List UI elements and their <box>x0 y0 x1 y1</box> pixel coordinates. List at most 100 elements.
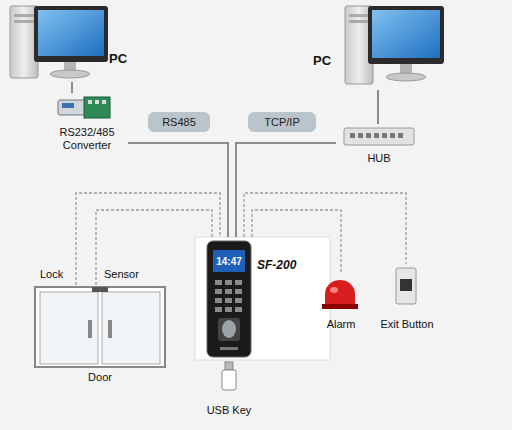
connection-line <box>128 143 228 237</box>
device-panel <box>213 250 245 272</box>
screen-text: 14:47 <box>213 255 245 268</box>
node-label: Alarm <box>314 318 368 331</box>
device-panel <box>195 237 330 360</box>
pc-icon <box>10 6 108 78</box>
pc-icon <box>349 14 369 17</box>
part-label: Lock <box>40 268 63 281</box>
device-panel <box>225 298 232 303</box>
door-icon <box>108 320 112 338</box>
pc-icon <box>14 20 34 23</box>
pc-icon <box>372 10 440 58</box>
usb-key-icon <box>222 370 236 390</box>
pc-node: PC <box>305 2 445 90</box>
device-panel <box>220 347 238 350</box>
converter-icon <box>58 97 110 118</box>
device-panel <box>215 298 222 303</box>
door-icon <box>88 320 92 338</box>
node-label: Door <box>30 371 170 384</box>
connection-line <box>96 210 212 285</box>
device-panel <box>222 320 236 338</box>
device-panel <box>215 307 222 312</box>
device-panel <box>215 280 222 285</box>
bus-label: TCP/IP <box>248 112 316 132</box>
pc-icon <box>349 20 369 23</box>
hub-icon <box>344 128 414 145</box>
device-panel <box>225 289 232 294</box>
pc-icon <box>368 6 444 64</box>
node-label: USB Key <box>198 404 260 417</box>
hub-icon <box>350 133 355 138</box>
part-label: Sensor <box>104 268 139 281</box>
connection-line <box>236 143 336 237</box>
device-panel <box>225 307 232 312</box>
device-panel <box>218 318 240 341</box>
converter-icon <box>58 100 86 115</box>
exit-button-icon <box>396 268 416 304</box>
node-label: SF-200 <box>257 259 299 272</box>
node-label: Exit Button <box>375 318 439 331</box>
converter-icon <box>88 100 92 104</box>
exit-button-node: Exit Button <box>375 264 439 336</box>
converter-icon <box>84 97 110 118</box>
door-icon <box>92 287 108 292</box>
device-node: SF-200 <box>195 237 330 360</box>
exit-button-icon <box>400 279 412 291</box>
pc-icon <box>10 6 38 78</box>
device-panel <box>207 241 251 357</box>
device-panel <box>235 280 242 285</box>
converter-icon <box>102 100 106 104</box>
door-node: Door <box>30 285 170 387</box>
alarm-icon <box>330 287 338 293</box>
device-panel <box>195 237 330 360</box>
pc-icon <box>345 6 444 84</box>
hub-node: HUB <box>336 124 422 168</box>
door-icon <box>35 287 165 367</box>
pc-node: PC <box>5 2 140 82</box>
connection-line <box>244 193 406 264</box>
door-icon <box>102 292 160 364</box>
usb-key-icon <box>225 362 233 370</box>
device-panel <box>215 289 222 294</box>
bus-label: RS485 <box>148 112 210 132</box>
pc-icon <box>50 70 90 78</box>
converter-icon <box>62 103 74 108</box>
node-label: PC <box>313 54 334 67</box>
pc-icon <box>386 73 426 81</box>
device-panel <box>235 298 242 303</box>
connection-line <box>252 210 341 272</box>
alarm-icon <box>322 304 358 309</box>
usb-key-node: USB Key <box>198 360 260 422</box>
usb-key-icon <box>222 362 236 390</box>
pc-icon <box>14 14 34 17</box>
device-panel <box>215 280 242 312</box>
alarm-icon <box>325 280 355 305</box>
hub-icon <box>358 133 363 138</box>
hub-icon <box>366 133 371 138</box>
hub-icon <box>390 133 395 138</box>
node-label: HUB <box>336 152 422 165</box>
connection-line <box>71 82 73 93</box>
converter-node: RS232/485 Converter <box>46 93 128 159</box>
hub-icon <box>398 133 403 138</box>
device-panel <box>235 289 242 294</box>
hub-icon <box>344 128 414 145</box>
connection-line <box>377 90 379 124</box>
alarm-node: Alarm <box>314 272 368 334</box>
node-label: PC <box>109 52 130 65</box>
door-icon <box>40 292 98 364</box>
device-panel <box>235 307 242 312</box>
exit-button-icon <box>396 268 416 304</box>
pc-icon <box>34 6 108 62</box>
hub-icon <box>382 133 387 138</box>
device-panel <box>225 280 232 285</box>
door-icon <box>35 287 165 367</box>
connection-line <box>76 193 220 285</box>
node-label: RS232/485 Converter <box>46 126 128 152</box>
alarm-icon <box>322 280 358 309</box>
pc-icon <box>38 10 104 56</box>
hub-icon <box>374 133 379 138</box>
converter-icon <box>95 100 99 104</box>
